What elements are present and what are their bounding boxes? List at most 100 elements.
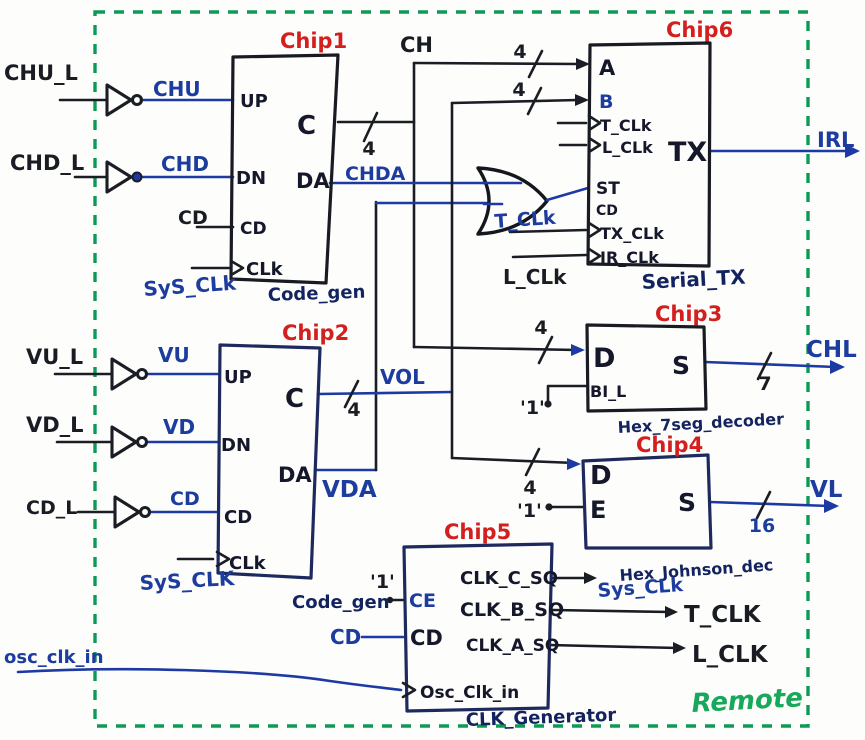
label-sysclk2: SyS_CLK bbox=[139, 566, 236, 595]
chip6-pin-tx: TX bbox=[668, 137, 707, 168]
chip2-pin-cd: CD bbox=[224, 507, 252, 528]
wire-chl-out bbox=[703, 360, 838, 369]
chip5-pin-clk-c-sq: CLK_C_SQ bbox=[460, 568, 558, 589]
labels: Chip1 Chip2 Chip3 Chip4 Chip5 Chip6 Code… bbox=[4, 18, 857, 731]
arrow-into-d3 bbox=[571, 344, 585, 356]
clock-edge-marker-irclk bbox=[587, 247, 602, 265]
wire-or-to-st bbox=[545, 186, 590, 202]
arrow-tclk-out bbox=[665, 606, 678, 618]
label-lclk-out: L_CLK bbox=[692, 642, 769, 668]
clock-edge-marker-lclk bbox=[587, 136, 602, 154]
label-vd-l: VD_L bbox=[26, 413, 84, 437]
chip1-pin-cd: CD bbox=[240, 219, 267, 239]
not-gate-vu bbox=[110, 357, 149, 391]
bus-width-slash bbox=[755, 490, 772, 520]
bus-width-slashes bbox=[343, 49, 773, 520]
arrow-into-d4 bbox=[567, 458, 581, 470]
wire-tclk-out bbox=[551, 608, 672, 614]
chip6-pin-st: ST bbox=[596, 179, 620, 199]
chip3-pin-d: D bbox=[593, 343, 615, 374]
const-dot-bi bbox=[544, 400, 552, 408]
label-sysclk-out: Sys_CLk bbox=[597, 574, 684, 602]
chip1-name: Chip1 bbox=[280, 29, 347, 53]
chip6-pin-b: B bbox=[599, 91, 613, 113]
label-chd-l: CHD_L bbox=[10, 151, 84, 175]
chip2-pin-c: C bbox=[285, 384, 304, 414]
chip6-pin-irclk: IR_CLk bbox=[600, 248, 659, 267]
chip4-box bbox=[581, 453, 713, 550]
wire-bi-const bbox=[546, 384, 589, 406]
bus-width-slash bbox=[343, 379, 360, 409]
chip5-pin-ce: CE bbox=[409, 590, 436, 612]
chip4-pin-s: S bbox=[678, 488, 696, 517]
chip5-pin-clk-b-sq: CLK_B_SQ bbox=[460, 599, 564, 621]
const-dot-ce bbox=[386, 596, 394, 604]
const-dot-e bbox=[545, 503, 553, 511]
wire-vol-to-b bbox=[450, 98, 580, 105]
chip2-func: Code_gen bbox=[292, 592, 390, 613]
bus-width-4: 4 bbox=[362, 138, 375, 160]
wire-txclk bbox=[508, 228, 588, 234]
wire-ch-to-d3 bbox=[412, 345, 579, 352]
bus-width-slash bbox=[526, 86, 543, 116]
chip2-name: Chip2 bbox=[282, 321, 349, 345]
arrow-irl bbox=[845, 144, 860, 158]
not-gate-chd bbox=[105, 160, 143, 194]
wire-vol-to-d4 bbox=[450, 456, 577, 465]
label-chu: CHU bbox=[153, 77, 201, 101]
chip6-name: Chip6 bbox=[666, 18, 733, 42]
label-osc-clk-in: osc_clk_in bbox=[4, 647, 104, 668]
chip5-pin-cd: CD bbox=[410, 626, 443, 650]
chip2-pin-dn: DN bbox=[221, 435, 251, 456]
bus-width-16: 16 bbox=[749, 515, 775, 537]
clock-edge-markers bbox=[215, 114, 602, 699]
chip2-pin-up: UP bbox=[224, 367, 252, 388]
chip1-pin-clk: CLk bbox=[246, 259, 284, 280]
not-gate-vd bbox=[110, 425, 149, 459]
chip1-pin-c: C bbox=[297, 111, 316, 141]
label-lclk-ext: L_CLk bbox=[503, 265, 567, 289]
label-irl: IRL bbox=[817, 128, 854, 152]
not-gate-chu bbox=[105, 83, 144, 117]
label-tclk-out: T_CLK bbox=[684, 602, 762, 628]
arrow-into-a bbox=[576, 58, 590, 70]
arrow-vl bbox=[824, 499, 839, 513]
clock-edge-marker-tclk bbox=[587, 114, 602, 132]
chip5-pin-osc: Osc_Clk_in bbox=[420, 683, 519, 703]
clock-edge-marker-chip1 bbox=[229, 259, 245, 277]
chip6-pin-cd: CD bbox=[596, 203, 618, 219]
label-const1-chip5: '1' bbox=[370, 571, 395, 593]
chip6-pin-lclk: L_CLk bbox=[602, 138, 653, 157]
label-chu-l: CHU_L bbox=[4, 61, 78, 85]
bus-width-slash bbox=[527, 49, 544, 79]
chip4-pin-e: E bbox=[590, 496, 606, 524]
chip1-pin-up: UP bbox=[240, 91, 268, 112]
wire-ch-to-a bbox=[412, 61, 580, 66]
label-tclk-ext: T_CLk bbox=[494, 207, 557, 233]
chip5-pin-clk-a-sq: CLK_A_SQ bbox=[466, 636, 559, 656]
chip4-name: Chip4 bbox=[636, 433, 703, 457]
label-cd5: CD bbox=[330, 625, 361, 649]
chip6-pin-txclk: TX_CLk bbox=[600, 224, 664, 243]
bus-width-4: 4 bbox=[347, 399, 360, 421]
clock-edge-marker-osc bbox=[401, 681, 417, 699]
bus-width-slash bbox=[362, 111, 379, 143]
chip3-pin-bi: BI_L bbox=[590, 382, 626, 401]
arrow-into-b bbox=[575, 94, 589, 106]
remote-module-border bbox=[93, 10, 810, 728]
label-sysclk1: SyS_CLk bbox=[143, 271, 238, 301]
label-cd1: CD bbox=[178, 207, 208, 229]
label-const1-chip4: '1' bbox=[517, 500, 542, 522]
chip6-func: Serial_TX bbox=[641, 265, 747, 294]
label-vd: VD bbox=[163, 415, 195, 439]
label-vu-l: VU_L bbox=[26, 345, 83, 369]
arrow-chl bbox=[830, 360, 845, 374]
arrow-lclk-out bbox=[673, 642, 686, 654]
arrow-sysclk-out bbox=[584, 572, 597, 584]
bus-width-4: 4 bbox=[534, 317, 547, 339]
wire-osc-clk-in bbox=[16, 667, 403, 692]
label-chda: CHDA bbox=[345, 163, 406, 185]
wire-vl-out bbox=[708, 500, 832, 508]
chip3-name: Chip3 bbox=[655, 302, 722, 326]
